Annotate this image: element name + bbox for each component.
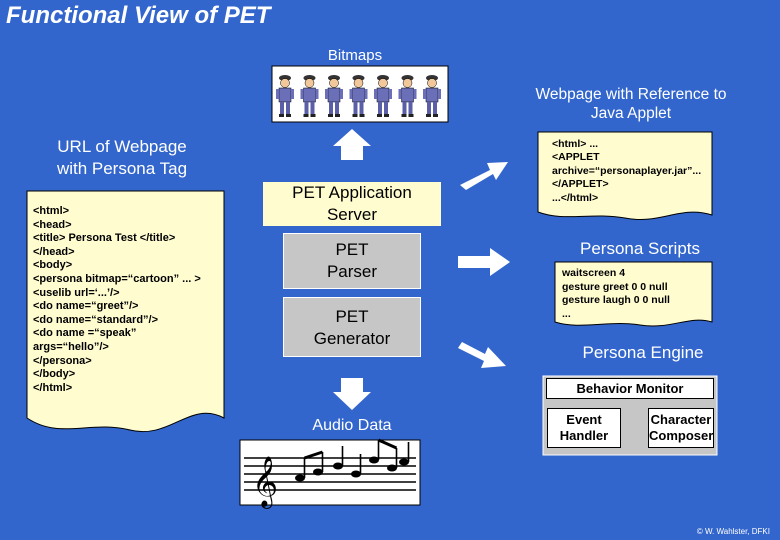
persona-figures: [276, 75, 441, 117]
persona-figure: [398, 75, 417, 117]
persona-figure: [423, 75, 441, 117]
code-line: <do name=“standard”/>: [33, 313, 159, 326]
arrow-to-scripts: [458, 248, 510, 276]
server-line1: PET Application: [292, 183, 412, 202]
code-line: <do name=“greet”/>: [33, 300, 139, 313]
script-line: gesture greet 0 0 null: [562, 280, 668, 293]
code-line: <persona bitmap=“cartoon” ... >: [33, 272, 201, 285]
persona-figure: [349, 75, 368, 117]
persona-scripts-label: Persona Scripts: [580, 239, 700, 258]
server-line2: Server: [326, 205, 378, 224]
music-staff-bg: [239, 439, 421, 506]
code-line: <body>: [33, 259, 73, 272]
code-line: <uselib url=‘...’/>: [33, 286, 120, 299]
applet-document: [537, 131, 713, 220]
persona-engine-label: Persona Engine: [582, 343, 704, 362]
script-line: ...: [562, 307, 571, 320]
code-line: <do name =“speak”: [33, 327, 137, 340]
persona-figure: [276, 75, 294, 117]
applet-code-line: <APPLET: [552, 151, 600, 164]
composer-line1: Character: [650, 412, 712, 427]
script-line: waitscreen 4: [562, 267, 626, 279]
parser-line2: Parser: [326, 262, 378, 281]
code-line: <title> Persona Test </title>: [33, 232, 176, 245]
credit: © W. Wahlster, DFKI: [696, 527, 770, 536]
webpage-line1: Webpage with Reference to: [535, 86, 727, 103]
svg-text:𝄞: 𝄞: [252, 456, 278, 509]
arrow-to-engine: [458, 342, 506, 368]
applet-code-line: <html> ...: [552, 138, 599, 150]
event-handler-line2: Handler: [559, 428, 609, 443]
code-line: <html>: [33, 205, 70, 217]
persona-figure: [300, 75, 319, 117]
event-handler-line1: Event: [566, 412, 602, 427]
arrow-down-audio: [333, 378, 371, 410]
page-title: Functional View of PET: [6, 2, 271, 29]
scripts-document: [554, 261, 713, 327]
left-heading-line2: with Persona Tag: [56, 159, 188, 178]
bitmaps-label: Bitmaps: [327, 47, 383, 64]
pet-parser-box: PET Parser: [283, 233, 421, 289]
persona-figure: [374, 75, 392, 117]
code-line: </persona>: [33, 354, 92, 367]
webpage-line2: Java Applet: [590, 105, 672, 122]
applet-code-line: </APPLET>: [552, 178, 609, 191]
applet-code-line: archive=“personaplayer.jar”...: [552, 164, 702, 177]
code-line: </body>: [33, 368, 76, 381]
applet-code-line: ...</html>: [552, 191, 599, 204]
parser-line1: PET: [335, 240, 369, 259]
audio-data-label: Audio Data: [312, 417, 392, 434]
event-handler-box: Event Handler: [547, 408, 621, 448]
application-server-box: PET Application Server: [263, 182, 441, 226]
persona-tag-code: <html><head><title> Persona Test </title…: [33, 205, 201, 395]
arrow-up-bitmaps: [333, 129, 371, 160]
persona-figure: [325, 75, 343, 117]
composer-line2: Composer: [649, 428, 714, 443]
left-heading-line1: URL of Webpage: [57, 137, 187, 156]
arrow-to-applet: [460, 162, 508, 190]
music-staff: 𝄞: [244, 438, 416, 509]
generator-line1: PET: [335, 307, 369, 326]
code-line: </html>: [33, 381, 73, 394]
script-line: gesture laugh 0 0 null: [562, 294, 670, 307]
code-line: args=“hello”/>: [33, 340, 109, 353]
character-composer-box: Character Composer: [648, 408, 714, 448]
behavior-monitor-box: Behavior Monitor: [546, 378, 714, 399]
code-line: <head>: [33, 218, 72, 231]
persona-tag-document: [26, 190, 225, 433]
code-line: </head>: [33, 245, 75, 258]
pet-generator-box: PET Generator: [283, 297, 421, 357]
generator-line2: Generator: [313, 329, 391, 348]
